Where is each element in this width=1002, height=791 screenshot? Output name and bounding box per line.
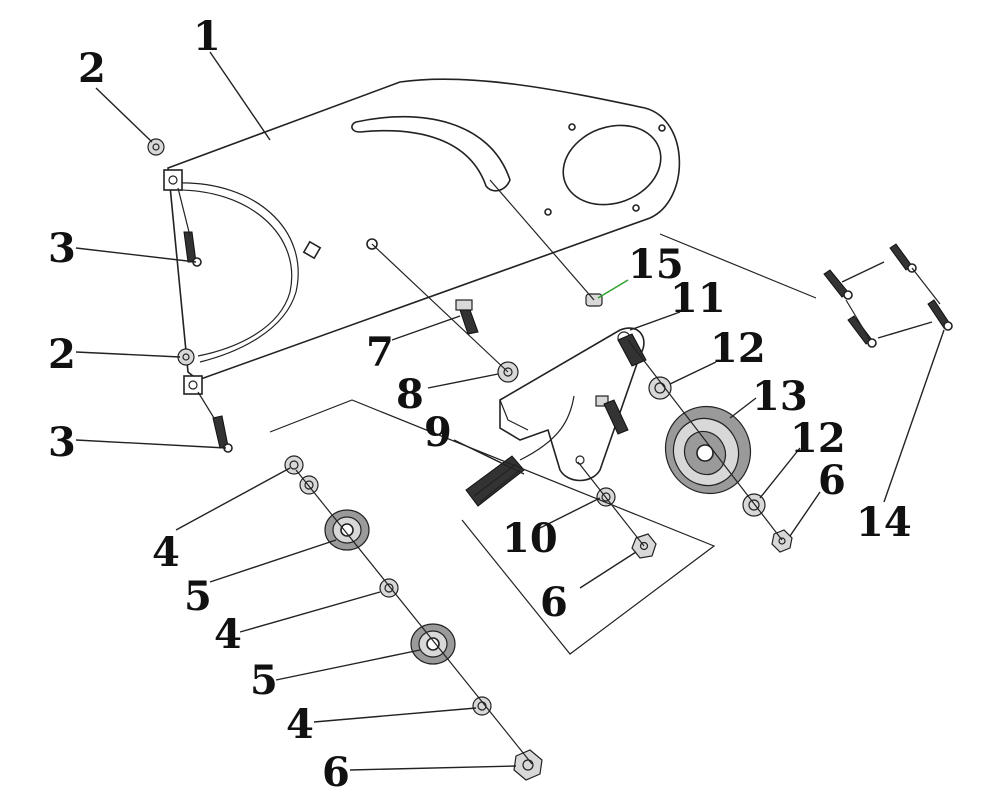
label-1: 1 bbox=[193, 13, 221, 60]
stud-lower bbox=[595, 395, 629, 435]
label-7: 7 bbox=[366, 329, 394, 376]
nut-6a bbox=[771, 529, 793, 553]
bracket-outline bbox=[269, 399, 716, 655]
pulley-13 bbox=[664, 405, 752, 495]
label-6b: 6 bbox=[540, 579, 568, 626]
bolt-14a bbox=[823, 269, 853, 300]
part-labels: 1 2 3 2 3 4 5 4 5 4 6 7 8 9 10 6 15 11 1… bbox=[48, 13, 912, 791]
label-6c: 6 bbox=[322, 749, 350, 791]
bolt-14c bbox=[847, 315, 877, 348]
leader-lines bbox=[75, 51, 945, 771]
label-11: 11 bbox=[670, 275, 726, 322]
bearing-5b bbox=[410, 623, 456, 665]
label-2b: 2 bbox=[48, 331, 76, 378]
label-5a: 5 bbox=[184, 573, 212, 620]
label-3a: 3 bbox=[48, 225, 76, 272]
bolt-14d bbox=[927, 299, 953, 331]
label-12b: 12 bbox=[790, 415, 846, 462]
label-5b: 5 bbox=[250, 657, 278, 704]
label-6a: 6 bbox=[818, 457, 846, 504]
label-14: 14 bbox=[856, 499, 912, 546]
label-12a: 12 bbox=[710, 325, 766, 372]
washer-4b bbox=[379, 578, 399, 598]
label-13: 13 bbox=[752, 373, 808, 420]
nut-6c bbox=[513, 749, 543, 781]
nut-2a bbox=[147, 138, 165, 156]
bolt-7 bbox=[455, 299, 479, 335]
stud-11 bbox=[617, 333, 647, 367]
bearing-5a bbox=[324, 509, 370, 551]
label-4c: 4 bbox=[286, 701, 314, 748]
washer-12a bbox=[648, 376, 672, 400]
label-8: 8 bbox=[396, 371, 424, 418]
label-3b: 3 bbox=[48, 419, 76, 466]
label-2a: 2 bbox=[78, 45, 106, 92]
label-4b: 4 bbox=[214, 611, 242, 658]
bolt-14b bbox=[889, 243, 917, 273]
label-10: 10 bbox=[502, 515, 558, 562]
screw-3b bbox=[212, 415, 233, 453]
washer-4a bbox=[284, 455, 304, 475]
label-4a: 4 bbox=[152, 529, 180, 576]
washer-4c bbox=[472, 696, 492, 716]
assembly-axes bbox=[177, 179, 941, 765]
label-9: 9 bbox=[424, 409, 452, 456]
label-15: 15 bbox=[628, 241, 684, 288]
nut-2b bbox=[177, 348, 195, 366]
guard-plate bbox=[163, 78, 681, 395]
